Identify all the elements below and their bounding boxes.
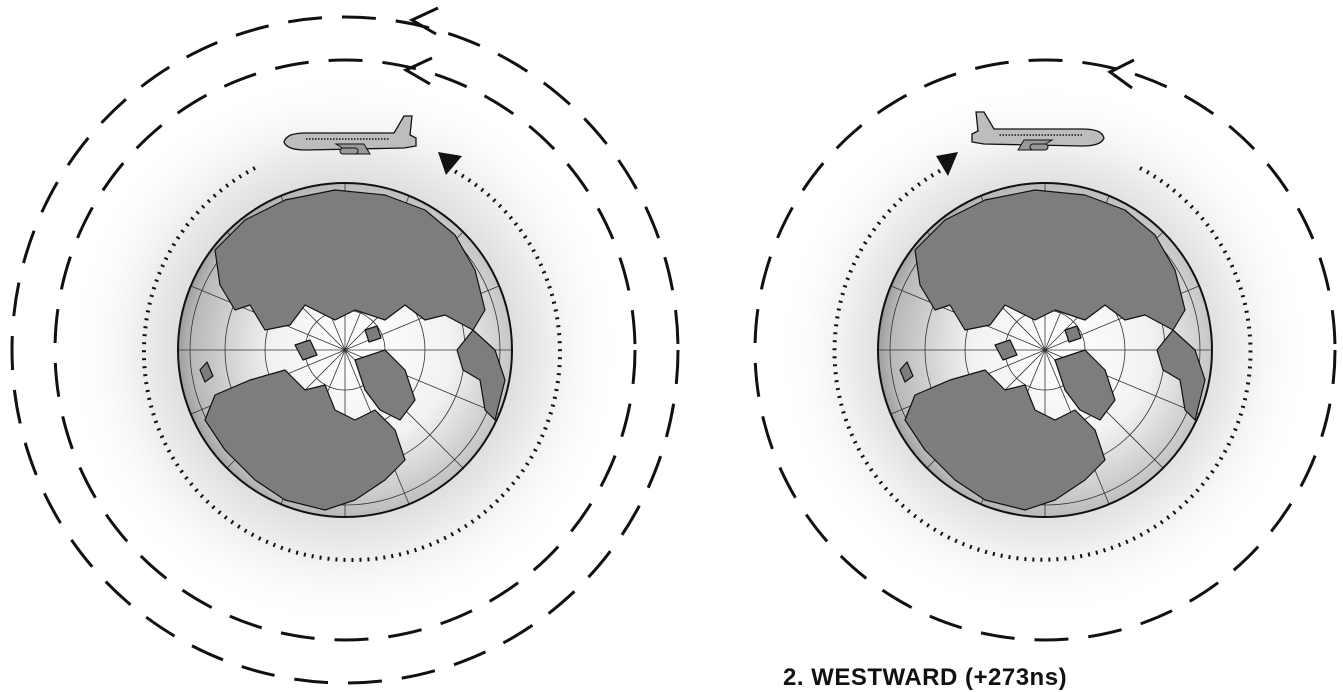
- left-panel: [12, 8, 678, 683]
- direction-arrow-icon: [1110, 60, 1134, 88]
- westward-caption: 2. WESTWARD (+273ns): [783, 664, 1067, 692]
- earth-globe-icon: [878, 183, 1212, 517]
- earth-globe-icon: [178, 183, 512, 517]
- right-panel: [755, 60, 1335, 640]
- direction-arrow-icon: [412, 8, 438, 34]
